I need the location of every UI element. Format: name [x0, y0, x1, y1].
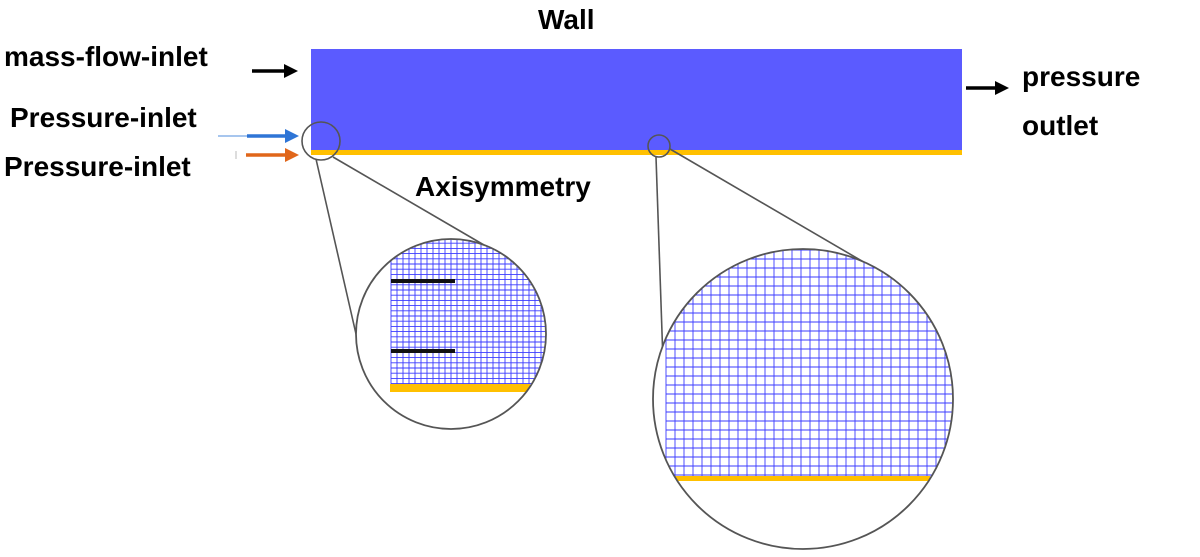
pressure-inlet-lower-label: Pressure-inlet — [4, 151, 191, 182]
mesh-grid — [390, 239, 546, 387]
pressure-inlet-upper-arrow-icon — [218, 129, 299, 143]
axis-line-zoom — [390, 384, 530, 392]
zoom-connector-line — [332, 156, 485, 246]
pressure-outlet-label-line2: outlet — [1022, 110, 1098, 141]
inlet-wall-mark — [391, 279, 455, 283]
axis-mesh-zoom — [652, 248, 954, 550]
inlet-mesh-zoom — [355, 238, 547, 430]
axis-line-zoom — [670, 476, 930, 481]
wall-label: Wall — [538, 4, 595, 35]
pressure-inlet-lower-arrow-icon — [235, 148, 299, 162]
pressure-inlet-upper-label: Pressure-inlet — [10, 102, 197, 133]
mass-flow-inlet-arrow-icon — [252, 64, 298, 78]
inlet-detail-marker — [301, 121, 341, 161]
computational-domain — [311, 49, 962, 151]
zoom-connector-line — [669, 148, 868, 265]
pressure-outlet-label-line1: pressure — [1022, 61, 1140, 92]
pressure-outlet-arrow-icon — [966, 81, 1009, 95]
inlet-wall-mark — [391, 349, 455, 353]
axisymmetry-boundary — [311, 150, 962, 155]
mass-flow-inlet-label: mass-flow-inlet — [4, 41, 208, 72]
axisymmetry-label: Axisymmetry — [415, 171, 591, 202]
zoom-connector-line — [315, 158, 357, 335]
axis-detail-marker — [647, 134, 671, 158]
